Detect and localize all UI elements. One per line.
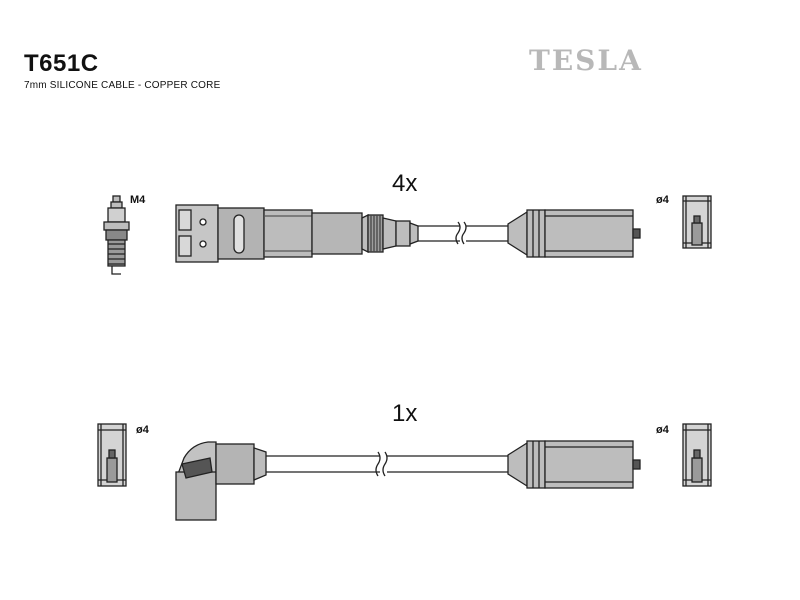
terminal-icon-set-2-right <box>682 423 712 487</box>
plug-boot-straight <box>175 204 419 263</box>
plug-boot-angled <box>175 441 267 521</box>
terminal-icon-set-1 <box>682 195 712 249</box>
terminal-icon-set-2-left <box>97 423 127 487</box>
terminal-diameter-right-set-1: ø4 <box>656 194 669 206</box>
cable-description: 7mm SILICONE CABLE - COPPER CORE <box>24 80 221 91</box>
terminal-diameter-right-set-2: ø4 <box>656 424 669 436</box>
brand-logo: TESLA <box>529 44 643 77</box>
distributor-boot-set-1 <box>507 209 641 258</box>
distributor-boot-set-2 <box>507 440 641 489</box>
part-number: T651C <box>24 50 99 77</box>
quantity-label-set-1: 4x <box>392 170 418 197</box>
cable-set-2 <box>266 451 508 477</box>
quantity-label-set-2: 1x <box>392 400 418 427</box>
terminal-diameter-left-set-2: ø4 <box>136 424 149 436</box>
cable-set-1 <box>418 221 508 245</box>
thread-size-label: M4 <box>130 194 146 206</box>
spark-plug-icon <box>103 195 130 275</box>
